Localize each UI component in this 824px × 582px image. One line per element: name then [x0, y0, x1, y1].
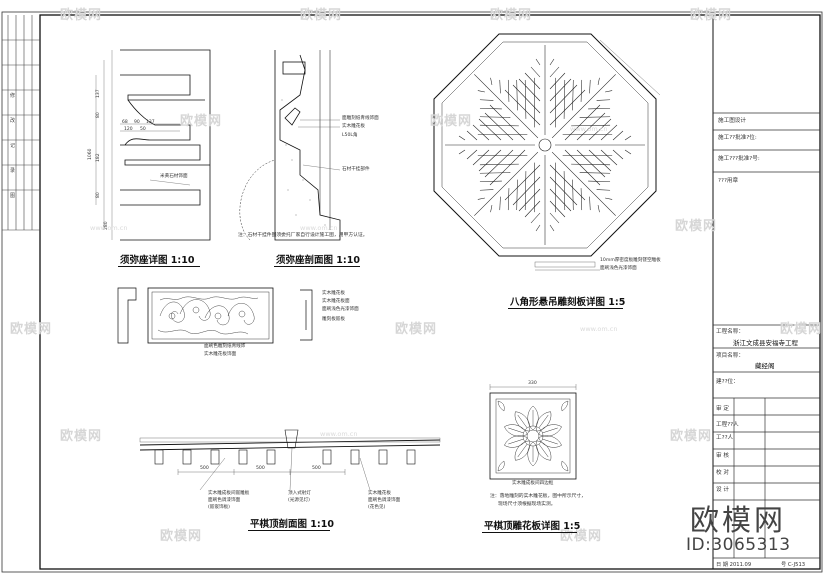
- flat-ceiling-section-title: 平棋顶剖面图 1:10: [250, 519, 334, 530]
- watermark: 欧模网: [60, 429, 103, 444]
- svg-text:50: 50: [140, 126, 146, 132]
- section-label: 石材干挂部件: [342, 167, 370, 172]
- watermark: 欧模网: [780, 322, 823, 337]
- section-label: L50L角: [342, 133, 358, 138]
- panel-dim: 330: [528, 381, 537, 386]
- panel-note: 注：落地雕刻的实木雕花板，图中所示尺寸，: [490, 494, 586, 499]
- left-strip-cell: 改: [10, 118, 16, 124]
- watermark-url: www.om.cn: [580, 325, 618, 333]
- ceiling-label: (花色见): [368, 505, 386, 510]
- octagon-label: 面刷浅色光漆饰面: [600, 266, 637, 271]
- ceiling-label: 面刷色调漆饰面: [368, 498, 401, 503]
- svg-text:80: 80: [95, 192, 101, 198]
- panel-note: 现场尺寸须根据现场实测。: [498, 502, 556, 507]
- brand-name: 欧模网: [690, 503, 787, 537]
- svg-text:182: 182: [95, 153, 101, 162]
- sign-row: 工??人: [716, 435, 734, 441]
- watermark-url: www.om.cn: [570, 125, 608, 133]
- octagon-label: 10mm厚密度板雕刻镂空雕板: [600, 258, 661, 263]
- sign-row: 审 核: [716, 453, 729, 459]
- watermark: 欧模网: [675, 219, 718, 234]
- watermark-url: www.om.cn: [90, 224, 128, 232]
- svg-text:90: 90: [134, 119, 140, 125]
- left-strip: 修 改 记 录 图: [10, 84, 16, 209]
- board-label: 面刷色雕刻纸青线饰: [204, 344, 246, 349]
- sign-row: 审 定: [716, 406, 729, 412]
- watermark: 欧模网: [690, 8, 733, 23]
- title-underline: [482, 532, 577, 533]
- watermark: 欧模网: [300, 8, 343, 23]
- title-underline: [274, 266, 360, 267]
- ceiling-label: (光源见灯): [288, 498, 310, 503]
- watermark: 欧模网: [60, 8, 103, 23]
- sign-row: 工程??人: [716, 422, 739, 428]
- ceiling-label: 面刷色调漆饰面: [208, 498, 241, 503]
- section-note: 注：石材干挂件图须委托厂家自行设计施工图，用甲方认证。: [238, 233, 368, 238]
- svg-text:280: 280: [103, 221, 109, 230]
- project-name: 浙江文成县安福寺工程: [733, 339, 798, 347]
- ceiling-label: 顶入式射灯: [288, 491, 311, 496]
- left-strip-cell: 记: [10, 143, 16, 149]
- section-label: 面雕刻纸青线饰面: [342, 116, 379, 121]
- flat-ceiling-panel-title: 平棋顶雕花板详图 1:5: [484, 521, 581, 532]
- title-block: 施工图设计 施工??批准?位: 施工???批准?号: ???用章 工程名称： 浙…: [713, 15, 820, 569]
- svg-text:1060: 1060: [87, 148, 93, 160]
- panel-label: 实木雕成板间四边框: [512, 481, 554, 486]
- left-strip-cell: 录: [10, 168, 16, 174]
- ceiling-label: 实木雕成板间嵌雕板: [208, 491, 250, 496]
- board-label: 实木雕花板饰面: [204, 352, 237, 357]
- watermark: 欧模网: [670, 429, 713, 444]
- svg-text:120: 120: [124, 126, 133, 132]
- title-underline: [118, 266, 200, 267]
- title-block-row: 施工图设计: [718, 118, 746, 124]
- board-label: 实木雕花板面: [322, 299, 350, 304]
- title-block-row: ???用章: [718, 178, 739, 184]
- sign-row: 设 计: [716, 487, 729, 493]
- title-underline: [248, 530, 330, 531]
- octagon-panel-title: 八角形悬吊雕刻板详图 1:5: [510, 297, 626, 308]
- ceiling-dim: 500: [312, 466, 321, 471]
- footer-date: 日 期 2011.09: [716, 562, 752, 568]
- title-block-row: 施工???批准?号:: [718, 156, 760, 162]
- watermark: 欧模网: [160, 529, 203, 544]
- project-label: 工程名称：: [716, 329, 744, 335]
- watermark: 欧模网: [430, 114, 473, 129]
- ceiling-dim: 500: [200, 466, 209, 471]
- watermark: 欧模网: [395, 322, 438, 337]
- watermark: 欧模网: [490, 8, 533, 23]
- svg-text:137: 137: [146, 119, 155, 125]
- sign-row: 校 对: [716, 470, 729, 476]
- ceiling-label: 实木雕花板: [368, 491, 391, 496]
- title-block-row: 施工??批准?位:: [718, 135, 757, 141]
- watermark: 欧模网: [180, 114, 223, 129]
- svg-text:137: 137: [95, 89, 101, 98]
- footer-no: 号 C-J513: [781, 562, 806, 568]
- board-label: 面刷浅色光漆饰面: [322, 307, 359, 312]
- brand-id: ID:3065313: [686, 535, 791, 555]
- left-strip-cell: 图: [10, 193, 16, 199]
- watermark: 欧模网: [10, 322, 53, 337]
- drawing-name: 藏经阁: [755, 362, 775, 370]
- board-label: 实木雕花板: [322, 291, 345, 296]
- title-underline: [508, 308, 623, 309]
- watermark-url: www.om.cn: [320, 430, 358, 438]
- watermark-url: www.om.cn: [300, 224, 338, 232]
- section-label: 实木雕花板: [342, 124, 365, 129]
- board-label: 雕刻板嵌板: [322, 317, 345, 322]
- pedestal-detail-label: 米黄石材饰面: [160, 174, 188, 179]
- pedestal-detail-title: 须弥座详图 1:10: [120, 255, 195, 266]
- svg-text:80: 80: [95, 112, 101, 118]
- pedestal-section-title: 须弥座剖面图 1:10: [276, 255, 360, 266]
- left-strip-cell: 修: [10, 93, 16, 99]
- drawing-label: 项目名称：: [716, 353, 744, 359]
- ceiling-label: (嵌嵌饰板): [208, 505, 230, 510]
- ceiling-dim: 500: [256, 466, 265, 471]
- unit-label: 建??位：: [716, 379, 739, 385]
- svg-text:68: 68: [122, 119, 128, 125]
